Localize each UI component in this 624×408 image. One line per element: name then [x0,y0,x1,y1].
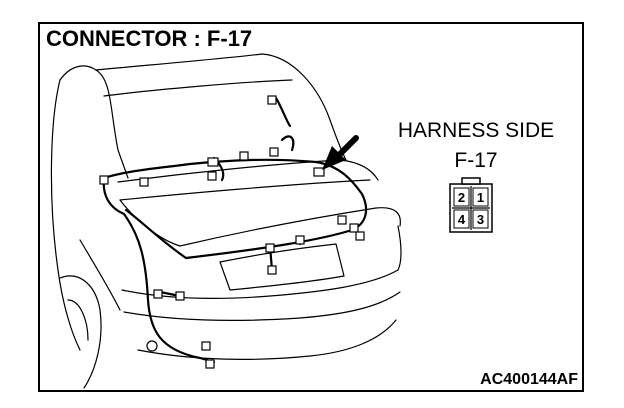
pin-1-label: 1 [477,190,484,205]
harness-connectors [99,95,365,369]
wheel-arch [59,275,102,389]
connector-face-icon: 2 1 4 3 [449,177,493,233]
reference-code: AC400144AF [480,371,578,388]
c-pillar-line [59,65,129,179]
trunk-lid-edge [179,207,401,247]
bumper-lower [137,319,397,360]
license-plate-recess [219,243,345,291]
wiring-harness [102,96,368,364]
harness-side-label: HARNESS SIDE F-17 [376,116,576,176]
rear-window-top [95,53,347,161]
fender-line [50,79,81,351]
bumper-mid [123,291,401,322]
connector-id-text: F-17 [454,149,498,172]
pin-2-label: 2 [458,190,465,205]
trunk-lid-top [117,159,379,183]
pointer-arrow-icon [322,135,359,170]
harness-side-text: HARNESS SIDE [397,119,555,142]
pin-3-label: 3 [477,212,484,227]
bumper-top [121,269,399,300]
pin-4-label: 4 [458,212,466,227]
diagram-title: CONNECTOR : F-17 [46,26,253,51]
